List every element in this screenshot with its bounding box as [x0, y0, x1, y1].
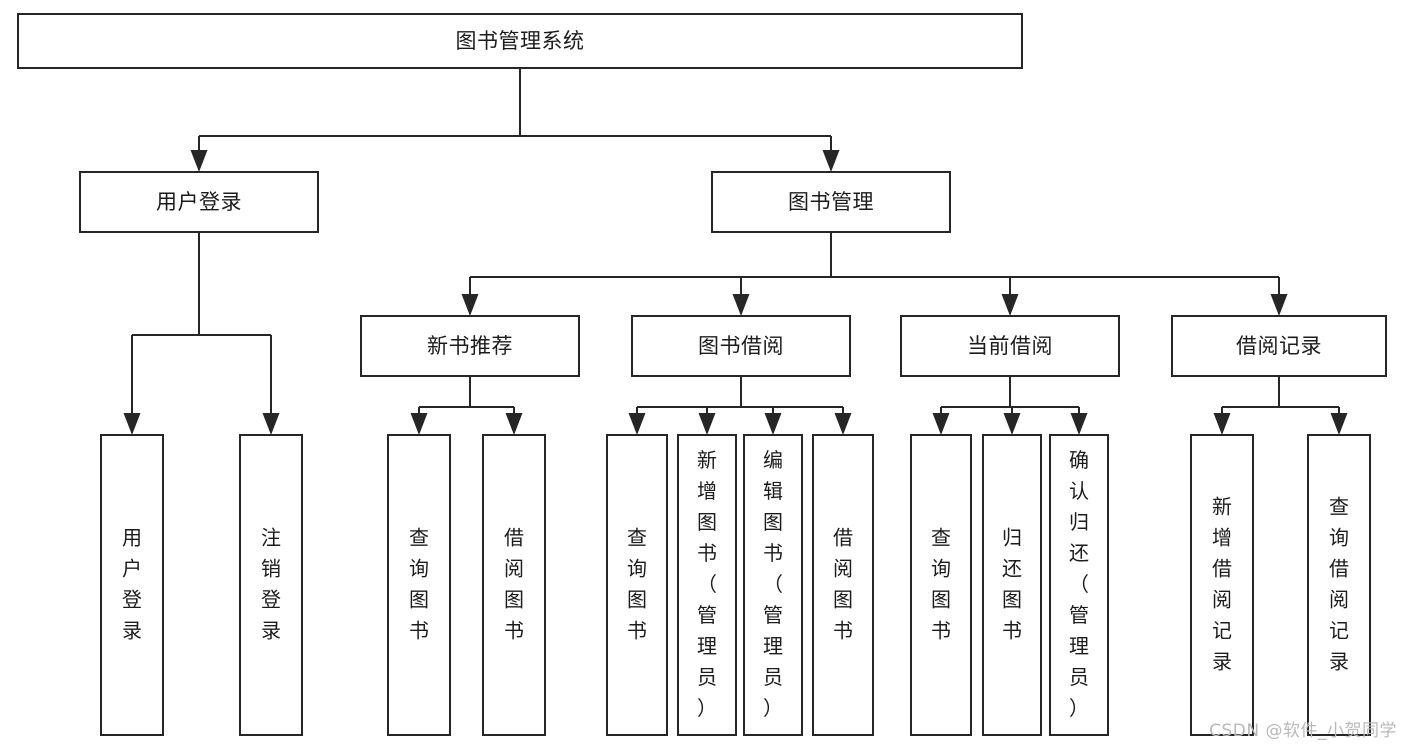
connector-arrowhead	[932, 413, 950, 435]
node-box-leaf-return-book[interactable]	[981, 433, 1043, 737]
connector-group-user-login	[123, 232, 280, 435]
node-label-current-borrow: 当前借阅	[967, 334, 1053, 358]
node-label-leaf-borrow-book-2: 借阅图书	[833, 525, 853, 642]
connector-group-new-book-rec	[410, 376, 523, 435]
node-new-book-rec[interactable]: 新书推荐	[359, 314, 581, 378]
node-leaf-confirm-return[interactable]: 确认归还（管理员）	[1048, 433, 1110, 737]
node-label-leaf-add-book: 新增图书（管理员）	[697, 448, 717, 720]
connector-arrowhead	[410, 413, 428, 435]
connector-arrowhead	[1270, 294, 1288, 316]
node-label-leaf-query-book-2: 查询图书	[627, 525, 647, 642]
node-box-leaf-query-book-1[interactable]	[386, 433, 452, 737]
connector-group-root	[190, 68, 840, 172]
connector-arrowhead	[1330, 413, 1348, 435]
node-box-current-borrow[interactable]	[899, 314, 1121, 378]
node-label-leaf-query-record: 查询借阅记录	[1329, 494, 1349, 673]
node-label-new-book-rec: 新书推荐	[427, 334, 513, 358]
node-label-leaf-edit-book: 编辑图书（管理员）	[763, 448, 783, 720]
node-box-leaf-query-record[interactable]	[1306, 433, 1372, 737]
node-leaf-borrow-book-2[interactable]: 借阅图书	[811, 433, 875, 737]
node-box-leaf-logout[interactable]	[238, 433, 304, 737]
node-box-root[interactable]	[16, 12, 1024, 70]
node-leaf-add-record[interactable]: 新增借阅记录	[1189, 433, 1255, 737]
connector-arrowhead	[123, 413, 141, 435]
node-root[interactable]: 图书管理系统	[16, 12, 1024, 70]
node-label-book-manage: 图书管理	[788, 190, 874, 214]
connector-group-book-manage	[461, 232, 1288, 316]
node-box-leaf-query-book-2[interactable]	[605, 433, 669, 737]
connector-arrowhead	[732, 294, 750, 316]
connector-group-current-borrow	[932, 376, 1088, 435]
node-box-leaf-query-book-3[interactable]	[909, 433, 973, 737]
node-leaf-user-login[interactable]: 用户登录	[99, 433, 165, 737]
connector-group-borrow-record	[1213, 376, 1348, 435]
node-box-book-manage[interactable]	[710, 170, 952, 234]
node-leaf-query-book-3[interactable]: 查询图书	[909, 433, 973, 737]
connector-arrowhead	[461, 294, 479, 316]
node-label-leaf-query-book-1: 查询图书	[409, 525, 429, 642]
node-box-leaf-add-record[interactable]	[1189, 433, 1255, 737]
node-label-user-login: 用户登录	[156, 190, 242, 214]
connector-arrowhead	[1003, 413, 1021, 435]
node-user-login[interactable]: 用户登录	[78, 170, 320, 234]
connector-arrowhead	[834, 413, 852, 435]
connector-arrowhead	[764, 413, 782, 435]
connector-arrowhead	[262, 413, 280, 435]
node-label-book-borrow: 图书借阅	[698, 334, 784, 358]
node-box-book-borrow[interactable]	[630, 314, 852, 378]
node-leaf-query-record[interactable]: 查询借阅记录	[1306, 433, 1372, 737]
connector-arrowhead	[1070, 413, 1088, 435]
node-book-manage[interactable]: 图书管理	[710, 170, 952, 234]
node-box-leaf-add-book[interactable]	[676, 433, 738, 737]
connector-arrowhead	[1213, 413, 1231, 435]
node-box-new-book-rec[interactable]	[359, 314, 581, 378]
node-layer: 图书管理系统用户登录图书管理新书推荐图书借阅当前借阅借阅记录用户登录注销登录查询…	[16, 12, 1388, 737]
node-leaf-query-book-1[interactable]: 查询图书	[386, 433, 452, 737]
node-leaf-borrow-book-1[interactable]: 借阅图书	[481, 433, 547, 737]
node-box-leaf-confirm-return[interactable]	[1048, 433, 1110, 737]
node-label-leaf-logout: 注销登录	[261, 525, 281, 642]
node-box-leaf-borrow-book-2[interactable]	[811, 433, 875, 737]
node-label-leaf-query-book-3: 查询图书	[931, 525, 951, 642]
connector-group-book-borrow	[628, 376, 852, 435]
node-leaf-return-book[interactable]: 归还图书	[981, 433, 1043, 737]
connector-arrowhead	[628, 413, 646, 435]
connector-arrowhead	[505, 413, 523, 435]
node-label-leaf-user-login: 用户登录	[122, 525, 142, 642]
connector-arrowhead	[698, 413, 716, 435]
node-leaf-add-book[interactable]: 新增图书（管理员）	[676, 433, 738, 737]
node-label-leaf-borrow-book-1: 借阅图书	[504, 525, 524, 642]
node-box-borrow-record[interactable]	[1170, 314, 1388, 378]
connector-arrowhead	[190, 150, 208, 172]
csdn-watermark: CSDN @软件_小贺同学	[1209, 721, 1397, 741]
node-leaf-logout[interactable]: 注销登录	[238, 433, 304, 737]
node-label-leaf-return-book: 归还图书	[1002, 525, 1022, 642]
node-label-leaf-add-record: 新增借阅记录	[1212, 494, 1232, 673]
connector-arrowhead	[822, 150, 840, 172]
node-book-borrow[interactable]: 图书借阅	[630, 314, 852, 378]
node-label-borrow-record: 借阅记录	[1236, 334, 1322, 358]
node-leaf-query-book-2[interactable]: 查询图书	[605, 433, 669, 737]
node-label-leaf-confirm-return: 确认归还（管理员）	[1069, 448, 1089, 720]
node-current-borrow[interactable]: 当前借阅	[899, 314, 1121, 378]
connector-layer	[123, 68, 1348, 435]
node-box-leaf-user-login[interactable]	[99, 433, 165, 737]
node-box-user-login[interactable]	[78, 170, 320, 234]
connector-arrowhead	[1001, 294, 1019, 316]
node-leaf-edit-book[interactable]: 编辑图书（管理员）	[742, 433, 804, 737]
node-borrow-record[interactable]: 借阅记录	[1170, 314, 1388, 378]
node-label-root: 图书管理系统	[456, 29, 585, 53]
node-box-leaf-borrow-book-1[interactable]	[481, 433, 547, 737]
node-box-leaf-edit-book[interactable]	[742, 433, 804, 737]
